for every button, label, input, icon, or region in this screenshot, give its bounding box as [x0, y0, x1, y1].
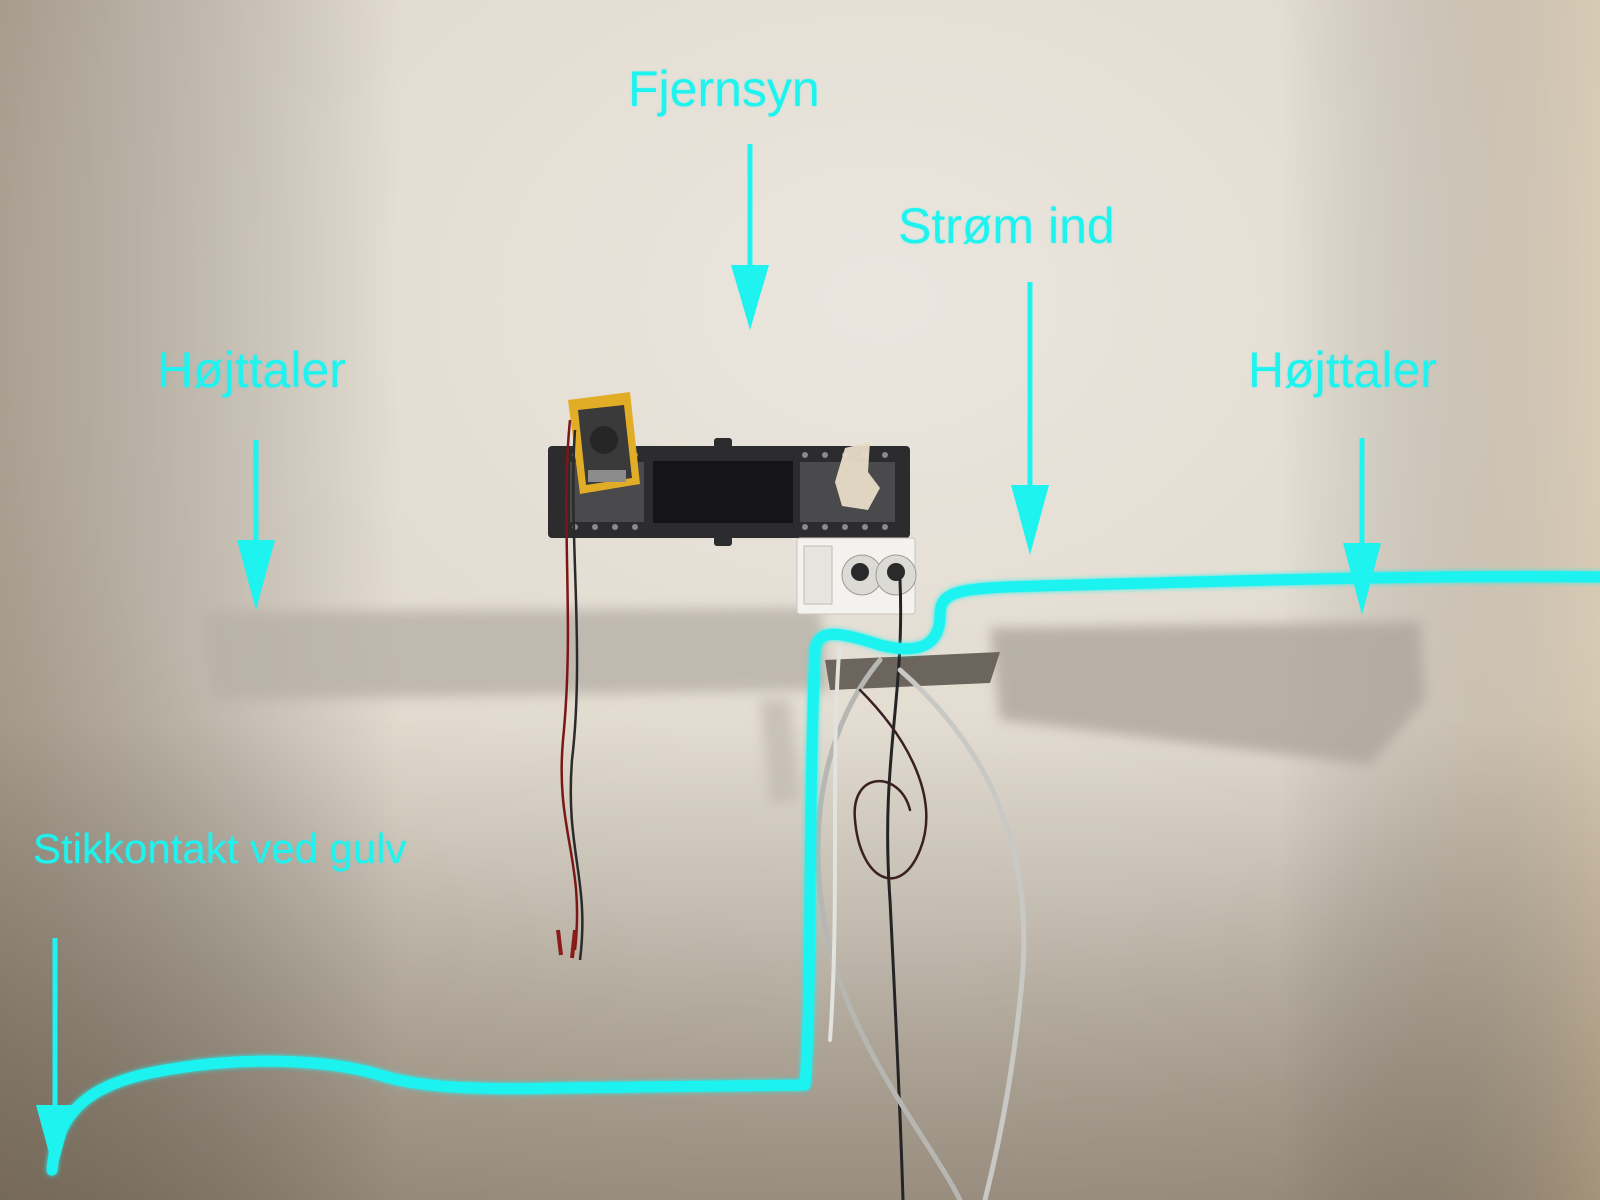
arrow-speaker-left [237, 440, 275, 610]
annotation-arrows [36, 144, 1381, 1175]
plaster-patch [200, 608, 1425, 805]
label-tv: Fjernsyn [628, 61, 820, 117]
label-speaker-left: Højttaler [157, 342, 346, 398]
label-power-in: Strøm ind [898, 198, 1115, 254]
masking-tape [835, 442, 880, 510]
hanging-cables [815, 578, 1027, 1200]
cable-hole [825, 652, 1000, 690]
label-speaker-right: Højttaler [1248, 342, 1437, 398]
cable-route-line [46, 571, 1600, 1176]
arrow-speaker-right [1343, 438, 1381, 615]
wall-outlet-box [796, 537, 917, 615]
arrow-tv [731, 144, 769, 330]
arrow-power-in [1011, 282, 1049, 555]
arrow-floor-outlet [36, 938, 74, 1175]
multimeter-leads [556, 419, 584, 961]
label-floor-outlet: Stikkontakt ved gulv [33, 825, 407, 872]
multimeter [568, 392, 640, 494]
